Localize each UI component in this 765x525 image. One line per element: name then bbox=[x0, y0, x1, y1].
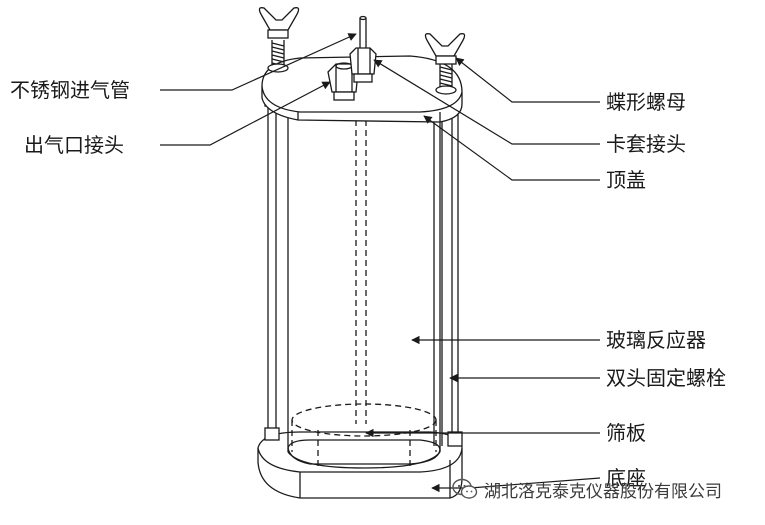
label-base: 底座 bbox=[606, 466, 646, 490]
leader-wing-nut bbox=[455, 57, 600, 103]
right-wing-nut bbox=[424, 33, 466, 95]
label-outlet-fitting: 出气口接头 bbox=[24, 133, 124, 157]
watermark: 湖北洛克泰克仪器股份有限公司 bbox=[452, 476, 722, 502]
label-wing-nut: 蝶形螺母 bbox=[606, 90, 686, 114]
wechat-logo-icon bbox=[452, 478, 478, 499]
label-ferrule-fitting: 卡套接头 bbox=[606, 132, 686, 156]
glass-cylinder bbox=[287, 118, 441, 469]
label-top-cover: 顶盖 bbox=[606, 168, 646, 192]
inner-tube-dashed bbox=[355, 80, 367, 424]
top-cover bbox=[261, 55, 463, 123]
watermark-text: 湖北洛克泰克仪器股份有限公司 bbox=[484, 481, 722, 502]
ferrule-fitting bbox=[349, 47, 377, 83]
sieve-plate-dashed bbox=[291, 403, 437, 466]
leader-ferrule-fitting bbox=[373, 59, 600, 145]
inlet-tube bbox=[359, 15, 367, 48]
outlet-fitting bbox=[327, 62, 359, 101]
left-stud bbox=[264, 90, 280, 441]
label-double-end-stud: 双头固定螺栓 bbox=[606, 366, 726, 390]
leader-outlet-fitting bbox=[160, 81, 331, 146]
label-glass-reactor: 玻璃反应器 bbox=[606, 328, 706, 352]
left-wing-nut bbox=[258, 7, 300, 73]
right-stud bbox=[433, 96, 463, 447]
leader-inlet-tube bbox=[160, 33, 357, 91]
label-sieve-plate: 筛板 bbox=[606, 421, 646, 445]
base-plate bbox=[257, 431, 463, 499]
leader-top-cover bbox=[423, 115, 600, 181]
label-stainless-inlet-tube: 不锈钢进气管 bbox=[10, 78, 130, 102]
